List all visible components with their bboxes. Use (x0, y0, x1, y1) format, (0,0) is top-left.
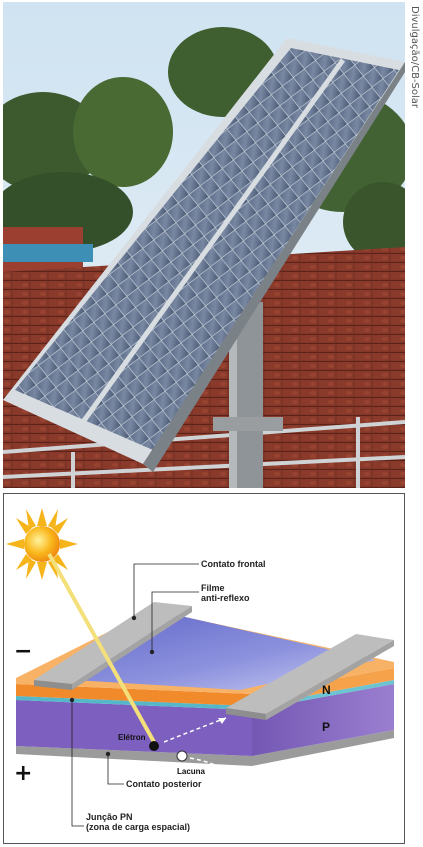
label-filme-line1: Filme (201, 583, 225, 593)
photo-credit: Divulgação/CB-Solar (409, 6, 421, 206)
back-contact-layer (16, 730, 394, 766)
front-contact-right (226, 634, 394, 720)
label-layer-n: N (322, 683, 331, 697)
front-contact-left (34, 602, 192, 690)
railing (3, 417, 405, 488)
label-contato-posterior: Contato posterior (126, 779, 202, 789)
solar-cell-diagram: Contato frontal Filme anti-reflexo N P E… (3, 493, 405, 844)
plus-terminal-sign: + (14, 761, 32, 786)
solar-panel-photo (3, 2, 405, 488)
label-filme-line2: anti-reflexo (201, 593, 250, 603)
label-juncao-line2: (zona de carga espacial) (86, 822, 190, 832)
hole-dot (176, 750, 188, 762)
solar-panel-photo-illustration (3, 2, 405, 488)
minus-terminal-sign: − (14, 639, 32, 664)
solar-cell-diagram-svg: Contato frontal Filme anti-reflexo N P E… (6, 508, 394, 832)
label-juncao-line1: Junção PN (86, 812, 133, 822)
photo-credit-text: Divulgação/CB-Solar (409, 6, 420, 109)
sun-icon (6, 508, 78, 580)
n-layer-front (16, 684, 252, 706)
leader-lines (69, 563, 199, 827)
label-lacuna: Lacuna (177, 767, 206, 776)
p-layer-front (16, 700, 252, 756)
label-contato-frontal: Contato frontal (201, 559, 266, 569)
label-eletron: Elétron (118, 733, 146, 742)
electron-dot (149, 741, 159, 751)
label-layer-p: P (322, 720, 330, 734)
hole-path-arrow (189, 757, 233, 775)
sunlight-ray (47, 553, 156, 743)
p-layer-side (252, 684, 394, 756)
